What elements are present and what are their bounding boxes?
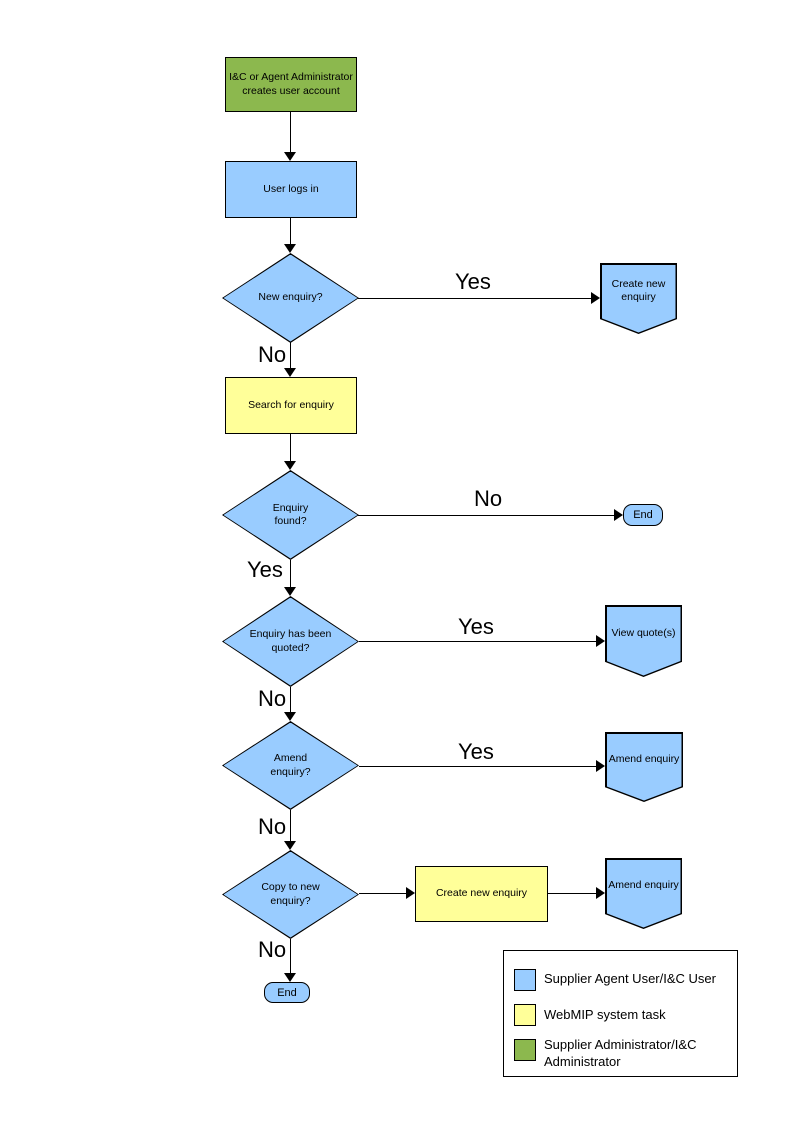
edge-search-to-found (290, 434, 291, 461)
arrowhead-down-icon (284, 244, 296, 253)
edge-new-enquiry-no (290, 342, 291, 368)
arrowhead-right-icon (591, 292, 600, 304)
node-enquiry-quoted-decision: Enquiry has been quoted? (222, 596, 359, 687)
edge-task-to-amend (548, 893, 596, 894)
edge-copy-no (290, 939, 291, 973)
edge-copy-yes-to-task (359, 893, 406, 894)
node-amend-enquiry-connector-2: Amend enquiry (605, 858, 682, 929)
edge-label-no: No (258, 342, 287, 367)
node-new-enquiry-decision: New enquiry? (222, 253, 359, 343)
node-end-terminator-1: End (623, 504, 663, 526)
node-amend-enquiry-connector-1: Amend enquiry (605, 732, 683, 802)
node-label: End (633, 509, 653, 521)
legend-swatch-green (514, 1039, 536, 1061)
edge-quoted-no (290, 687, 291, 712)
legend: Supplier Agent User/I&C User WebMIP syst… (503, 950, 738, 1077)
node-label: End (277, 986, 297, 999)
node-create-new-enquiry-task: Create new enquiry (415, 866, 548, 922)
legend-swatch-blue (514, 969, 536, 991)
node-enquiry-found-decision: Enquiry found? (222, 470, 359, 560)
node-copy-to-new-enquiry-decision: Copy to new enquiry? (222, 850, 359, 939)
edge-account-to-login (290, 112, 291, 152)
arrowhead-down-icon (284, 152, 296, 161)
edge-amend-no (290, 810, 291, 841)
node-amend-enquiry-decision: Amend enquiry? (222, 721, 359, 810)
edge-quoted-yes (359, 641, 596, 642)
edge-label-no: No (258, 937, 287, 962)
node-label: Amend enquiry? (270, 752, 311, 778)
arrowhead-down-icon (284, 973, 296, 982)
arrowhead-right-icon (406, 887, 415, 899)
edge-found-yes (290, 560, 291, 587)
edge-amend-yes (359, 766, 596, 767)
node-label: Enquiry has been quoted? (249, 628, 332, 654)
legend-label: Supplier Agent User/I&C User (544, 971, 716, 986)
legend-label: Supplier Administrator/I&C Administrator (544, 1037, 697, 1069)
edge-login-to-new-enquiry (290, 218, 291, 244)
node-label: Copy to new enquiry? (261, 881, 320, 907)
edge-found-no (358, 515, 614, 516)
arrowhead-right-icon (596, 887, 605, 899)
node-admin-creates-account: I&C or Agent Administrator creates user … (225, 57, 357, 112)
edge-label-no: No (474, 486, 503, 511)
edge-new-enquiry-yes (358, 298, 591, 299)
node-label: New enquiry? (258, 291, 323, 304)
arrowhead-down-icon (284, 461, 296, 470)
arrowhead-down-icon (284, 712, 296, 721)
edge-label-yes: Yes (458, 614, 494, 639)
edge-label-no: No (258, 814, 287, 839)
node-label: Create new enquiry (435, 887, 528, 900)
arrowhead-right-icon (596, 635, 605, 647)
node-create-new-enquiry-connector: Create new enquiry (600, 263, 677, 334)
node-label: I&C or Agent Administrator creates user … (229, 71, 353, 97)
legend-label: WebMIP system task (544, 1007, 666, 1022)
node-label: User logs in (263, 182, 319, 195)
node-end-terminator-2: End (264, 982, 310, 1003)
arrowhead-right-icon (596, 760, 605, 772)
edge-label-yes: Yes (455, 269, 491, 294)
node-label: View quote(s) (611, 626, 676, 639)
node-search-for-enquiry: Search for enquiry (225, 377, 357, 434)
node-label: Search for enquiry (248, 398, 334, 411)
arrowhead-down-icon (284, 841, 296, 850)
arrowhead-down-icon (284, 368, 296, 377)
node-user-logs-in: User logs in (225, 161, 357, 218)
legend-swatch-yellow (514, 1004, 536, 1026)
node-label: Amend enquiry (608, 752, 680, 765)
edge-label-no: No (258, 686, 287, 711)
node-label: Enquiry found? (272, 501, 309, 527)
node-label: Create new enquiry (611, 277, 666, 303)
node-view-quotes-connector: View quote(s) (605, 605, 682, 677)
arrowhead-right-icon (614, 509, 623, 521)
node-label: Amend enquiry (608, 879, 679, 892)
edge-label-yes: Yes (247, 557, 283, 582)
edge-label-yes: Yes (458, 739, 494, 764)
arrowhead-down-icon (284, 587, 296, 596)
